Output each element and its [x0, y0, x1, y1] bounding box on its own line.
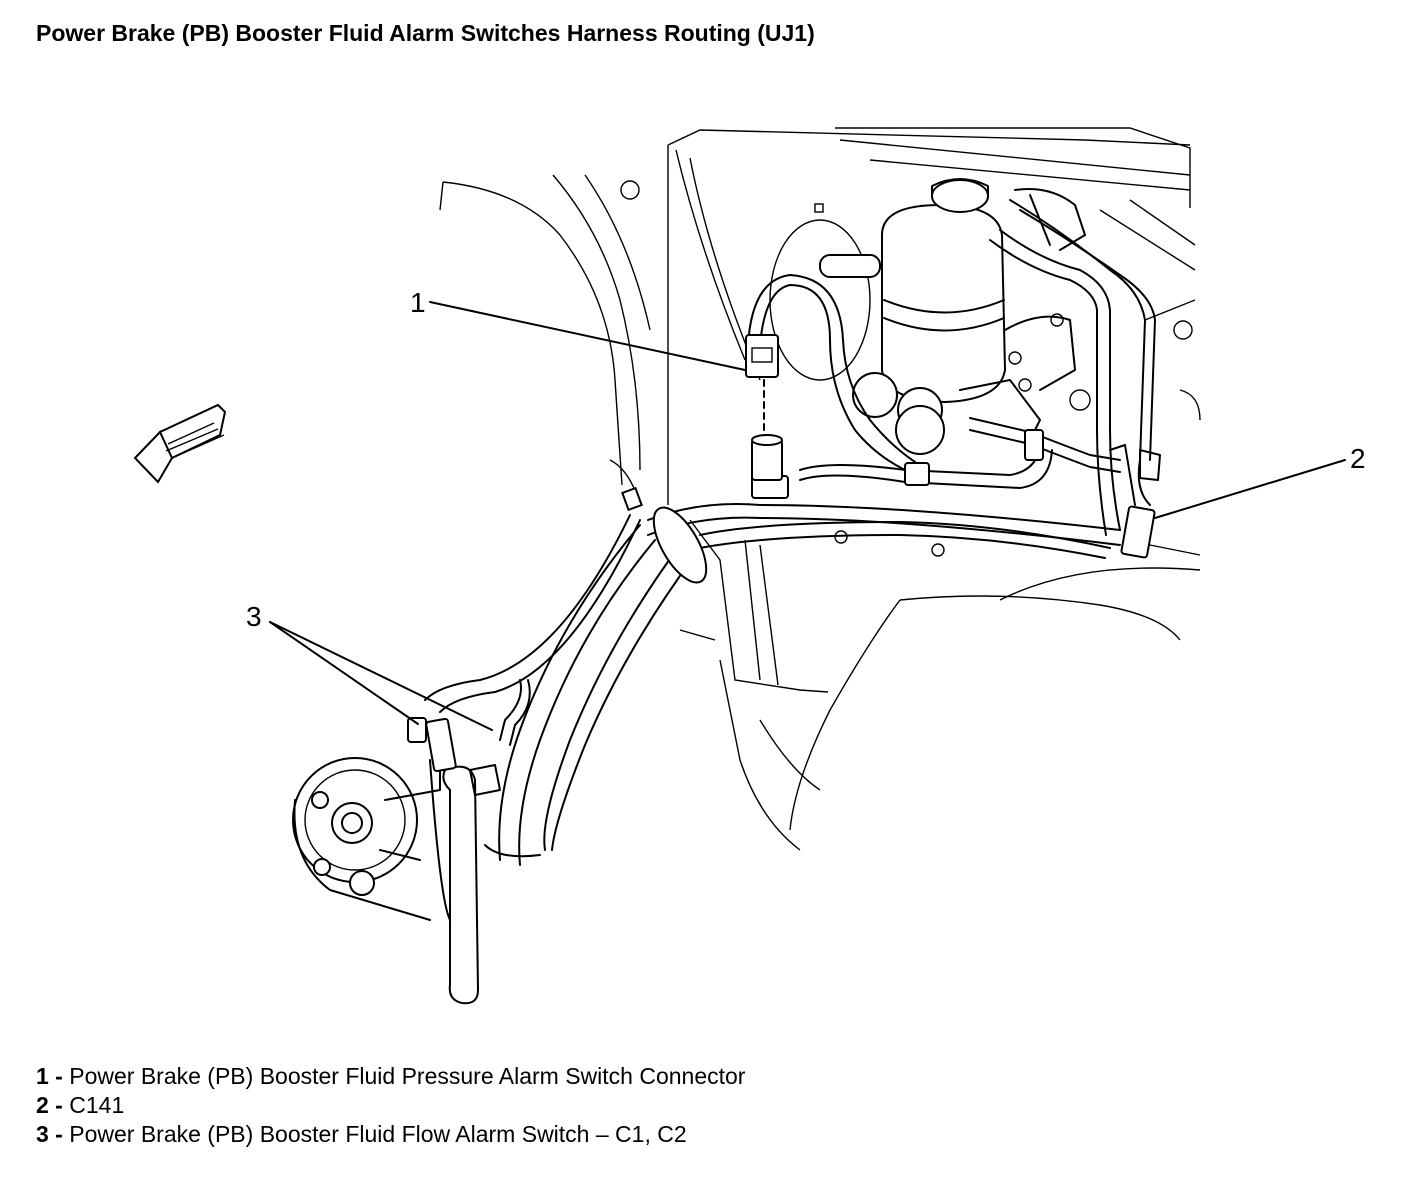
legend-item-number: 2	[36, 1092, 49, 1118]
booster-reservoir-assembly	[769, 178, 1086, 455]
callout-1: 1	[410, 287, 426, 318]
legend-item: 1 - Power Brake (PB) Booster Fluid Press…	[36, 1062, 745, 1091]
page-title: Power Brake (PB) Booster Fluid Alarm Swi…	[36, 20, 815, 46]
legend-item-number: 3	[36, 1121, 49, 1147]
c141-connector	[1120, 449, 1161, 559]
vehicle-body-panels	[439, 127, 1201, 851]
legend-item-text: Power Brake (PB) Booster Fluid Pressure …	[69, 1063, 746, 1089]
legend-item-separator: -	[48, 1121, 70, 1147]
legend-item-number: 1	[36, 1063, 49, 1089]
pressure-alarm-switch-connector	[745, 334, 783, 481]
legend-item-text: Power Brake (PB) Booster Fluid Flow Alar…	[69, 1121, 687, 1147]
legend-item: 3 - Power Brake (PB) Booster Fluid Flow …	[36, 1120, 745, 1149]
wiring-harness	[424, 199, 1156, 866]
callout-2: 2	[1350, 443, 1366, 474]
legend-item-separator: -	[48, 1092, 70, 1118]
front-direction-arrow-icon	[133, 403, 227, 484]
pump-assembly	[292, 717, 541, 1005]
legend-item-text: C141	[69, 1092, 125, 1118]
legend-item: 2 - C141	[36, 1091, 745, 1120]
legend: 1 - Power Brake (PB) Booster Fluid Press…	[36, 1062, 745, 1149]
legend-item-separator: -	[48, 1063, 70, 1089]
callout-3: 3	[246, 601, 262, 632]
callout-leaders	[269, 301, 1346, 731]
